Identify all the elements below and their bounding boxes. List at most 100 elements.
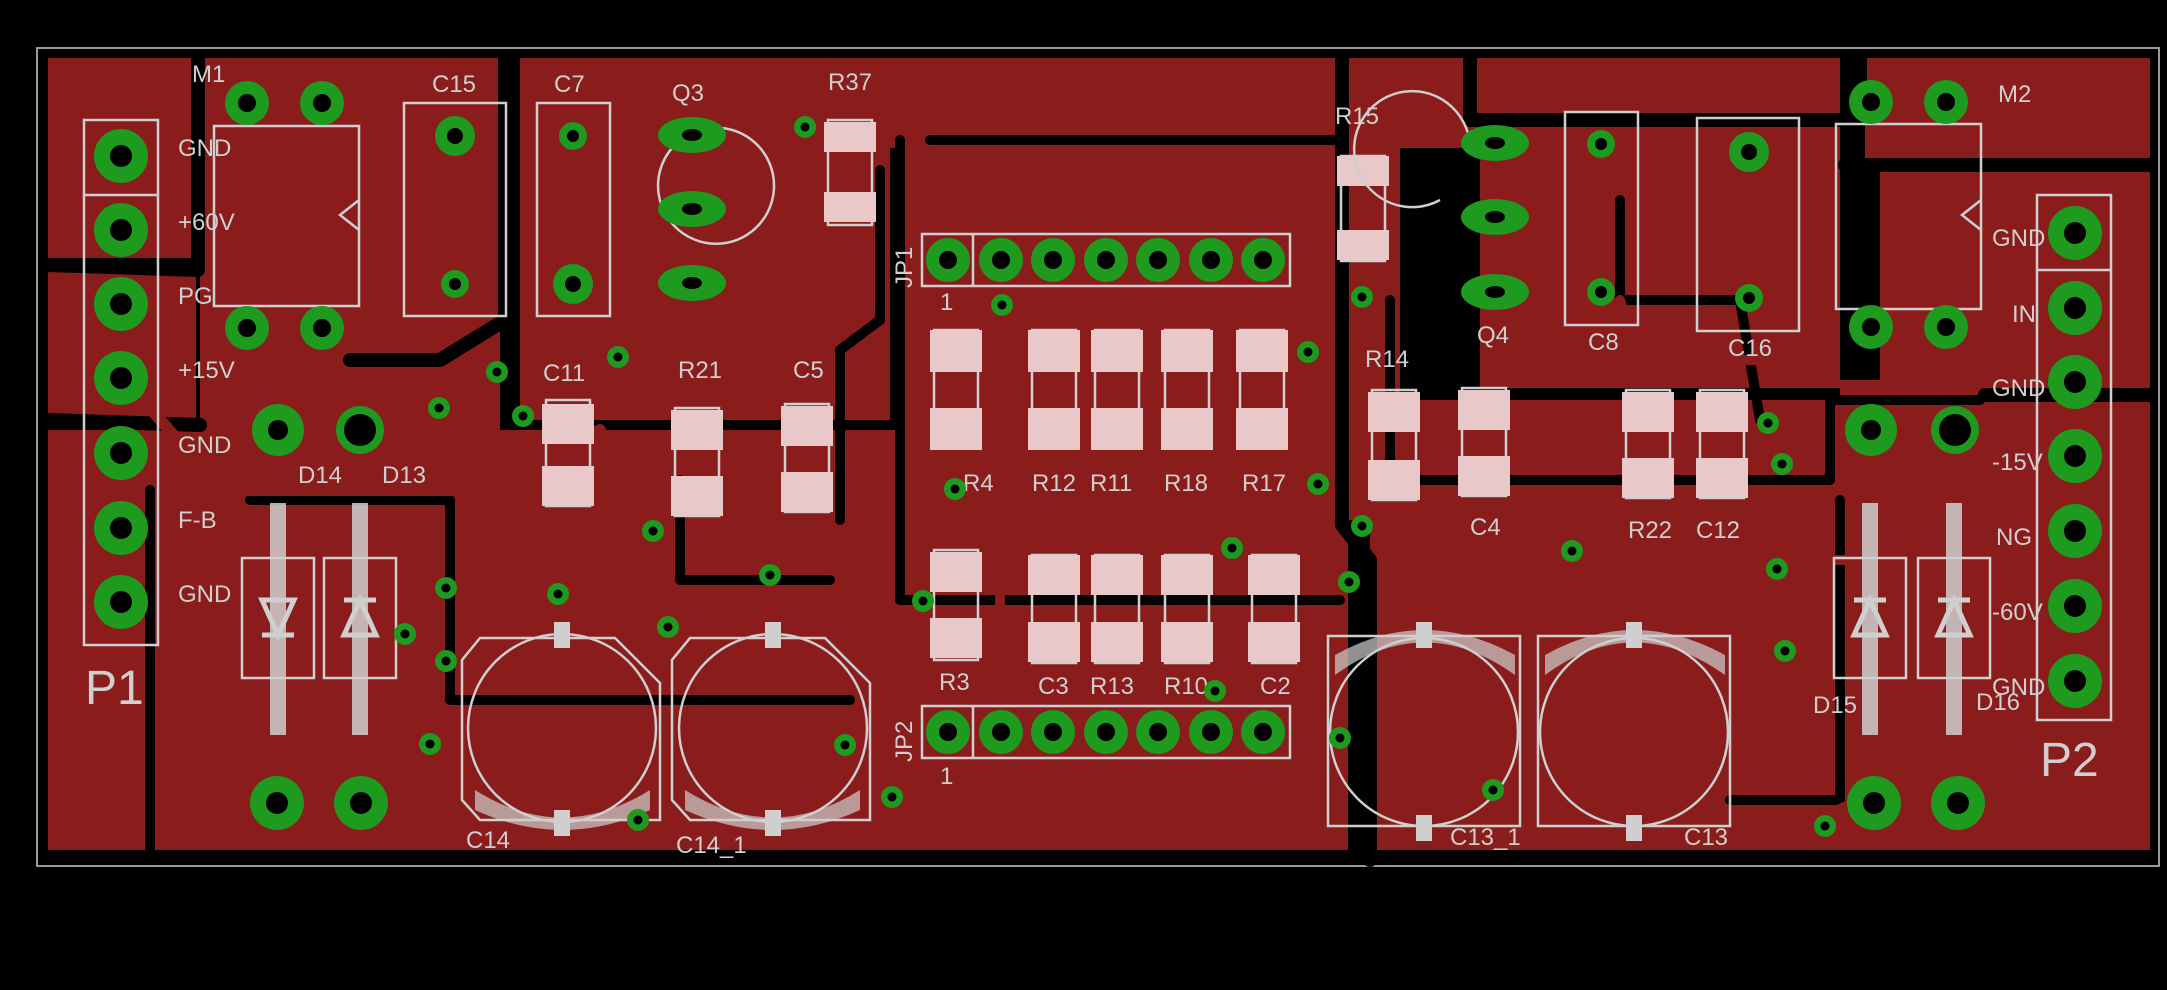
diode-d15: D15 [1813, 404, 1908, 735]
c14-label: C14 [466, 827, 510, 854]
via-hole [613, 352, 623, 362]
via-hole [1820, 821, 1830, 831]
header-jp1: JP1 1 [891, 232, 1292, 316]
jp2-pin1-label: 1 [940, 763, 953, 790]
resistor-r11: R11 [1090, 328, 1143, 497]
jp1-pin1-label: 1 [940, 289, 953, 316]
mounting-pads [250, 776, 1985, 830]
via-hole [1777, 459, 1787, 469]
diode-d16: D16 [1916, 406, 2020, 735]
m2-label: M2 [1998, 81, 2031, 108]
r11-label: R11 [1090, 470, 1132, 497]
via-hole [1344, 577, 1354, 587]
c5-label: C5 [793, 357, 824, 384]
p2-pin-7-label: GND [1992, 674, 2045, 701]
p2-pin-2-label: IN [2012, 301, 2036, 328]
p1-pin-6-label: F-B [178, 507, 217, 534]
capacitor-c7: C7 [535, 71, 612, 318]
r10-label: R10 [1164, 673, 1208, 700]
p1-pin-7-label: GND [178, 581, 231, 608]
via-hole [1210, 686, 1220, 696]
via-hole [1357, 292, 1367, 302]
c4-label: C4 [1470, 514, 1501, 541]
resistor-r22: R22 [1622, 388, 1674, 544]
header-jp2: JP2 1 [891, 704, 1292, 790]
module-m2: M2 [1834, 80, 2031, 349]
via-hole [997, 300, 1007, 310]
jp1-label: JP1 [891, 247, 918, 288]
p2-label: P2 [2040, 734, 2099, 787]
r14-label: R14 [1365, 346, 1409, 373]
resistor-r10: R10 [1161, 553, 1213, 700]
p1-pin-2-label: +60V [178, 209, 235, 236]
p1-pin-1-label: GND [178, 135, 231, 162]
c11-label: C11 [543, 360, 585, 387]
c7-label: C7 [554, 71, 585, 98]
c8-label: C8 [1588, 329, 1619, 356]
connector-p2: GND IN GND -15V NG -60V GND P2 [1992, 193, 2113, 787]
via-hole [434, 403, 444, 413]
via-hole [1763, 418, 1773, 428]
p1-pin-4-label: +15V [178, 357, 235, 384]
via-hole [1227, 543, 1237, 553]
module-m1: M1 [192, 61, 361, 350]
via-hole [800, 122, 810, 132]
p2-pin-4-label: -15V [1992, 449, 2043, 476]
capacitor-c2: C2 [1248, 553, 1300, 700]
c3-label: C3 [1038, 673, 1069, 700]
via-hole [950, 484, 960, 494]
d16-label: D16 [1976, 689, 2020, 716]
resistor-r21: R21 [671, 357, 723, 518]
resistor-r14: R14 [1365, 346, 1420, 502]
d15-label: D15 [1813, 692, 1857, 719]
c13-1-label: C13_1 [1450, 824, 1521, 851]
capacitor-c11: C11 [542, 360, 594, 508]
via-hole [425, 739, 435, 749]
via-hole [1488, 785, 1498, 795]
p2-pin-6-label: -60V [1992, 599, 2043, 626]
p2-pin-3-label: GND [1992, 375, 2045, 402]
p1-pin-3-label: PG [178, 283, 213, 310]
c2-label: C2 [1260, 673, 1291, 700]
p1-pin-5-label: GND [178, 432, 231, 459]
capacitor-c16: C16 [1695, 116, 1801, 362]
transistor-q4: Q4 [1352, 89, 1529, 349]
c12-label: C12 [1696, 517, 1740, 544]
r21-label: R21 [678, 357, 722, 384]
board-outline [36, 47, 2160, 867]
capacitor-c13: C13 [1536, 622, 1732, 851]
r12-label: R12 [1032, 470, 1076, 497]
via-hole [492, 367, 502, 377]
r4-label: R4 [963, 470, 994, 497]
c16-label: C16 [1728, 335, 1772, 362]
r22-label: R22 [1628, 517, 1672, 544]
d13-label: D13 [382, 462, 426, 489]
via-hole [1357, 521, 1367, 531]
isolation-gaps [41, 53, 2157, 867]
r13-label: R13 [1090, 673, 1134, 700]
via-hole [648, 526, 658, 536]
via-hole [1780, 646, 1790, 656]
r17-label: R17 [1242, 470, 1286, 497]
via-hole [1567, 546, 1577, 556]
p2-pin-5-label: NG [1996, 524, 2032, 551]
resistor-r12: R12 [1028, 328, 1080, 497]
q4-label: Q4 [1477, 322, 1509, 349]
m1-label: M1 [192, 61, 225, 88]
via-hole [887, 792, 897, 802]
c14-1-label: C14_1 [676, 832, 747, 859]
resistor-r3: R3 [930, 548, 982, 696]
via-hole [553, 589, 563, 599]
resistor-r4: R4 [930, 328, 994, 497]
via-hole [441, 583, 451, 593]
capacitor-c13-1: C13_1 [1326, 622, 1522, 851]
r3-label: R3 [939, 669, 970, 696]
resistor-r13: R13 [1090, 553, 1143, 700]
connector-p1: GND +60V PG +15V GND F-B GND P1 [82, 118, 235, 715]
r37-label: R37 [828, 69, 872, 96]
via-hole [1335, 733, 1345, 743]
resistor-r17: R17 [1236, 328, 1288, 497]
capacitor-c14: C14 [460, 622, 662, 854]
